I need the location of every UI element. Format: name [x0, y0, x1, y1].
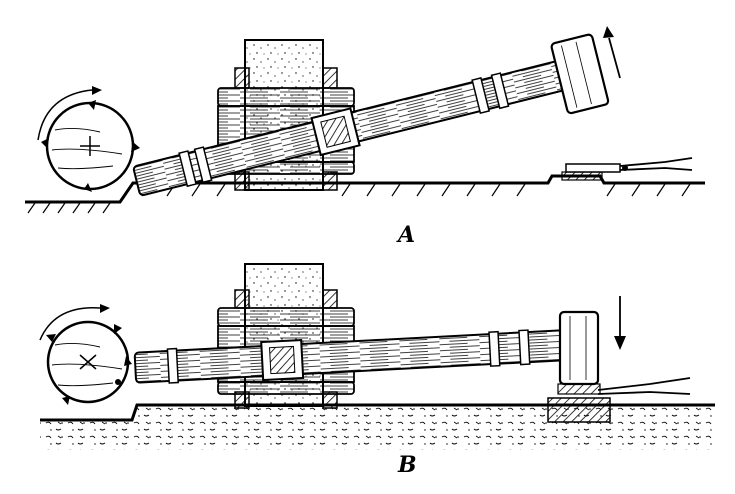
rotation-arrow [39, 307, 101, 341]
ground-a [25, 174, 705, 214]
rotation-arrow [37, 89, 93, 141]
hammer-head-b [558, 310, 600, 386]
down-arrow-icon [614, 296, 626, 350]
panel-a [25, 26, 705, 214]
tongs [597, 377, 691, 395]
cam-tooth [124, 356, 132, 366]
panel-label-b: B [398, 452, 417, 478]
panel-label-a: A [398, 222, 416, 248]
cam-tooth [131, 142, 140, 152]
helve-beam-a [132, 33, 610, 197]
cam-tooth [114, 324, 122, 334]
cam-tooth [88, 100, 96, 110]
helve-beam-b [133, 328, 577, 384]
cam-tooth [46, 334, 56, 342]
stone-block-b [217, 263, 355, 409]
cam-tooth [84, 183, 92, 192]
cam-tooth [62, 396, 70, 405]
ground-b [40, 403, 715, 450]
hammer-head [550, 33, 610, 115]
workpiece [565, 163, 621, 173]
panel-b [39, 263, 715, 450]
anvil-b [547, 377, 691, 423]
cam-wheel-b [39, 304, 132, 405]
cam-wheel-a [37, 86, 140, 192]
up-arrow-icon [603, 26, 621, 79]
anvil-a [561, 157, 693, 181]
tongs [619, 157, 693, 171]
cam-tooth [41, 138, 49, 148]
